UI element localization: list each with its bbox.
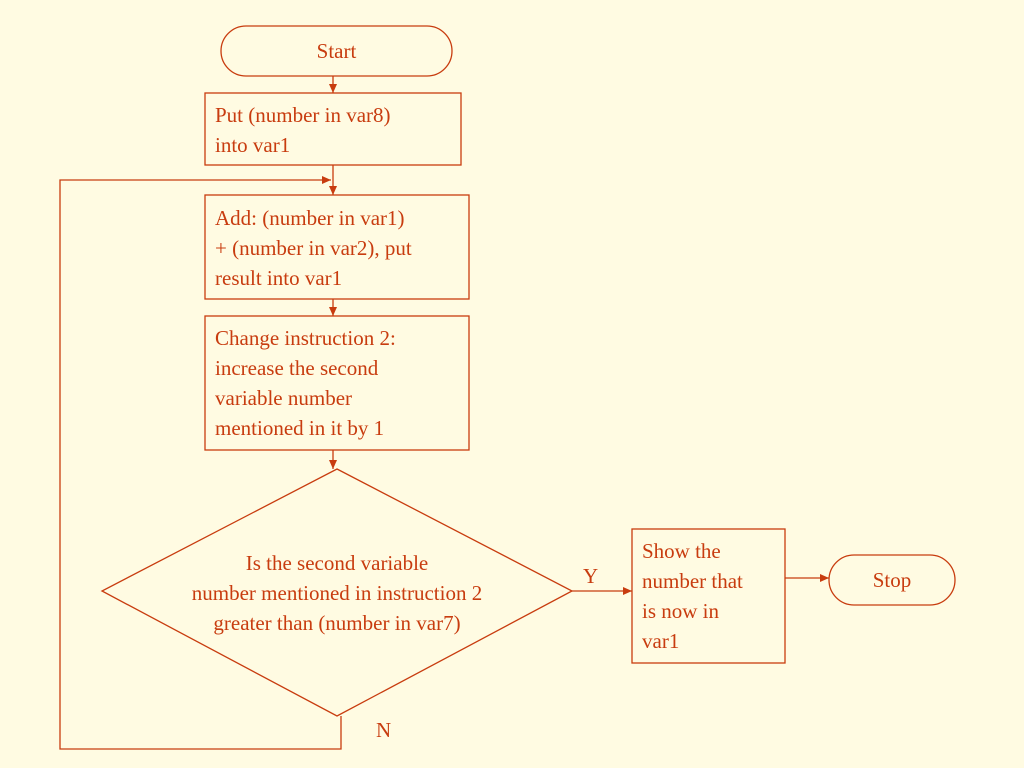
- step3-line-4: mentioned in it by 1: [215, 416, 385, 440]
- step3-line-2: increase the second: [215, 356, 379, 380]
- loop-back-no-branch: [59, 176, 342, 750]
- step2-box: [204, 194, 470, 300]
- step2-line-1: Add: (number in var1): [215, 206, 405, 230]
- step3-line-3: variable number: [215, 386, 353, 410]
- output-line-1: Show the: [642, 539, 721, 563]
- stop-label: Stop: [872, 568, 912, 592]
- output-line-4: var1: [642, 629, 680, 653]
- decision-diamond: [100, 468, 574, 717]
- output-box: [631, 528, 786, 664]
- start-label: Start: [316, 39, 357, 63]
- decision-line-3: greater than (number in var7): [213, 611, 461, 635]
- no-branch-label: N: [376, 718, 392, 742]
- step2-line-3: result into var1: [215, 266, 343, 290]
- step2-line-2: + (number in var2), put: [215, 236, 412, 260]
- decision-line-1: Is the second variable: [245, 551, 429, 575]
- yes-branch-label: Y: [583, 564, 599, 588]
- step3-line-1: Change instruction 2:: [215, 326, 396, 350]
- step3-box: [204, 315, 470, 451]
- start-terminal: [220, 25, 453, 77]
- step1-line-2: into var1: [215, 133, 291, 157]
- stop-terminal: [828, 554, 956, 606]
- step1-line-1: Put (number in var8): [215, 103, 391, 127]
- output-line-3: is now in: [642, 599, 720, 623]
- output-line-2: number that: [642, 569, 743, 593]
- decision-line-2: number mentioned in instruction 2: [191, 581, 483, 605]
